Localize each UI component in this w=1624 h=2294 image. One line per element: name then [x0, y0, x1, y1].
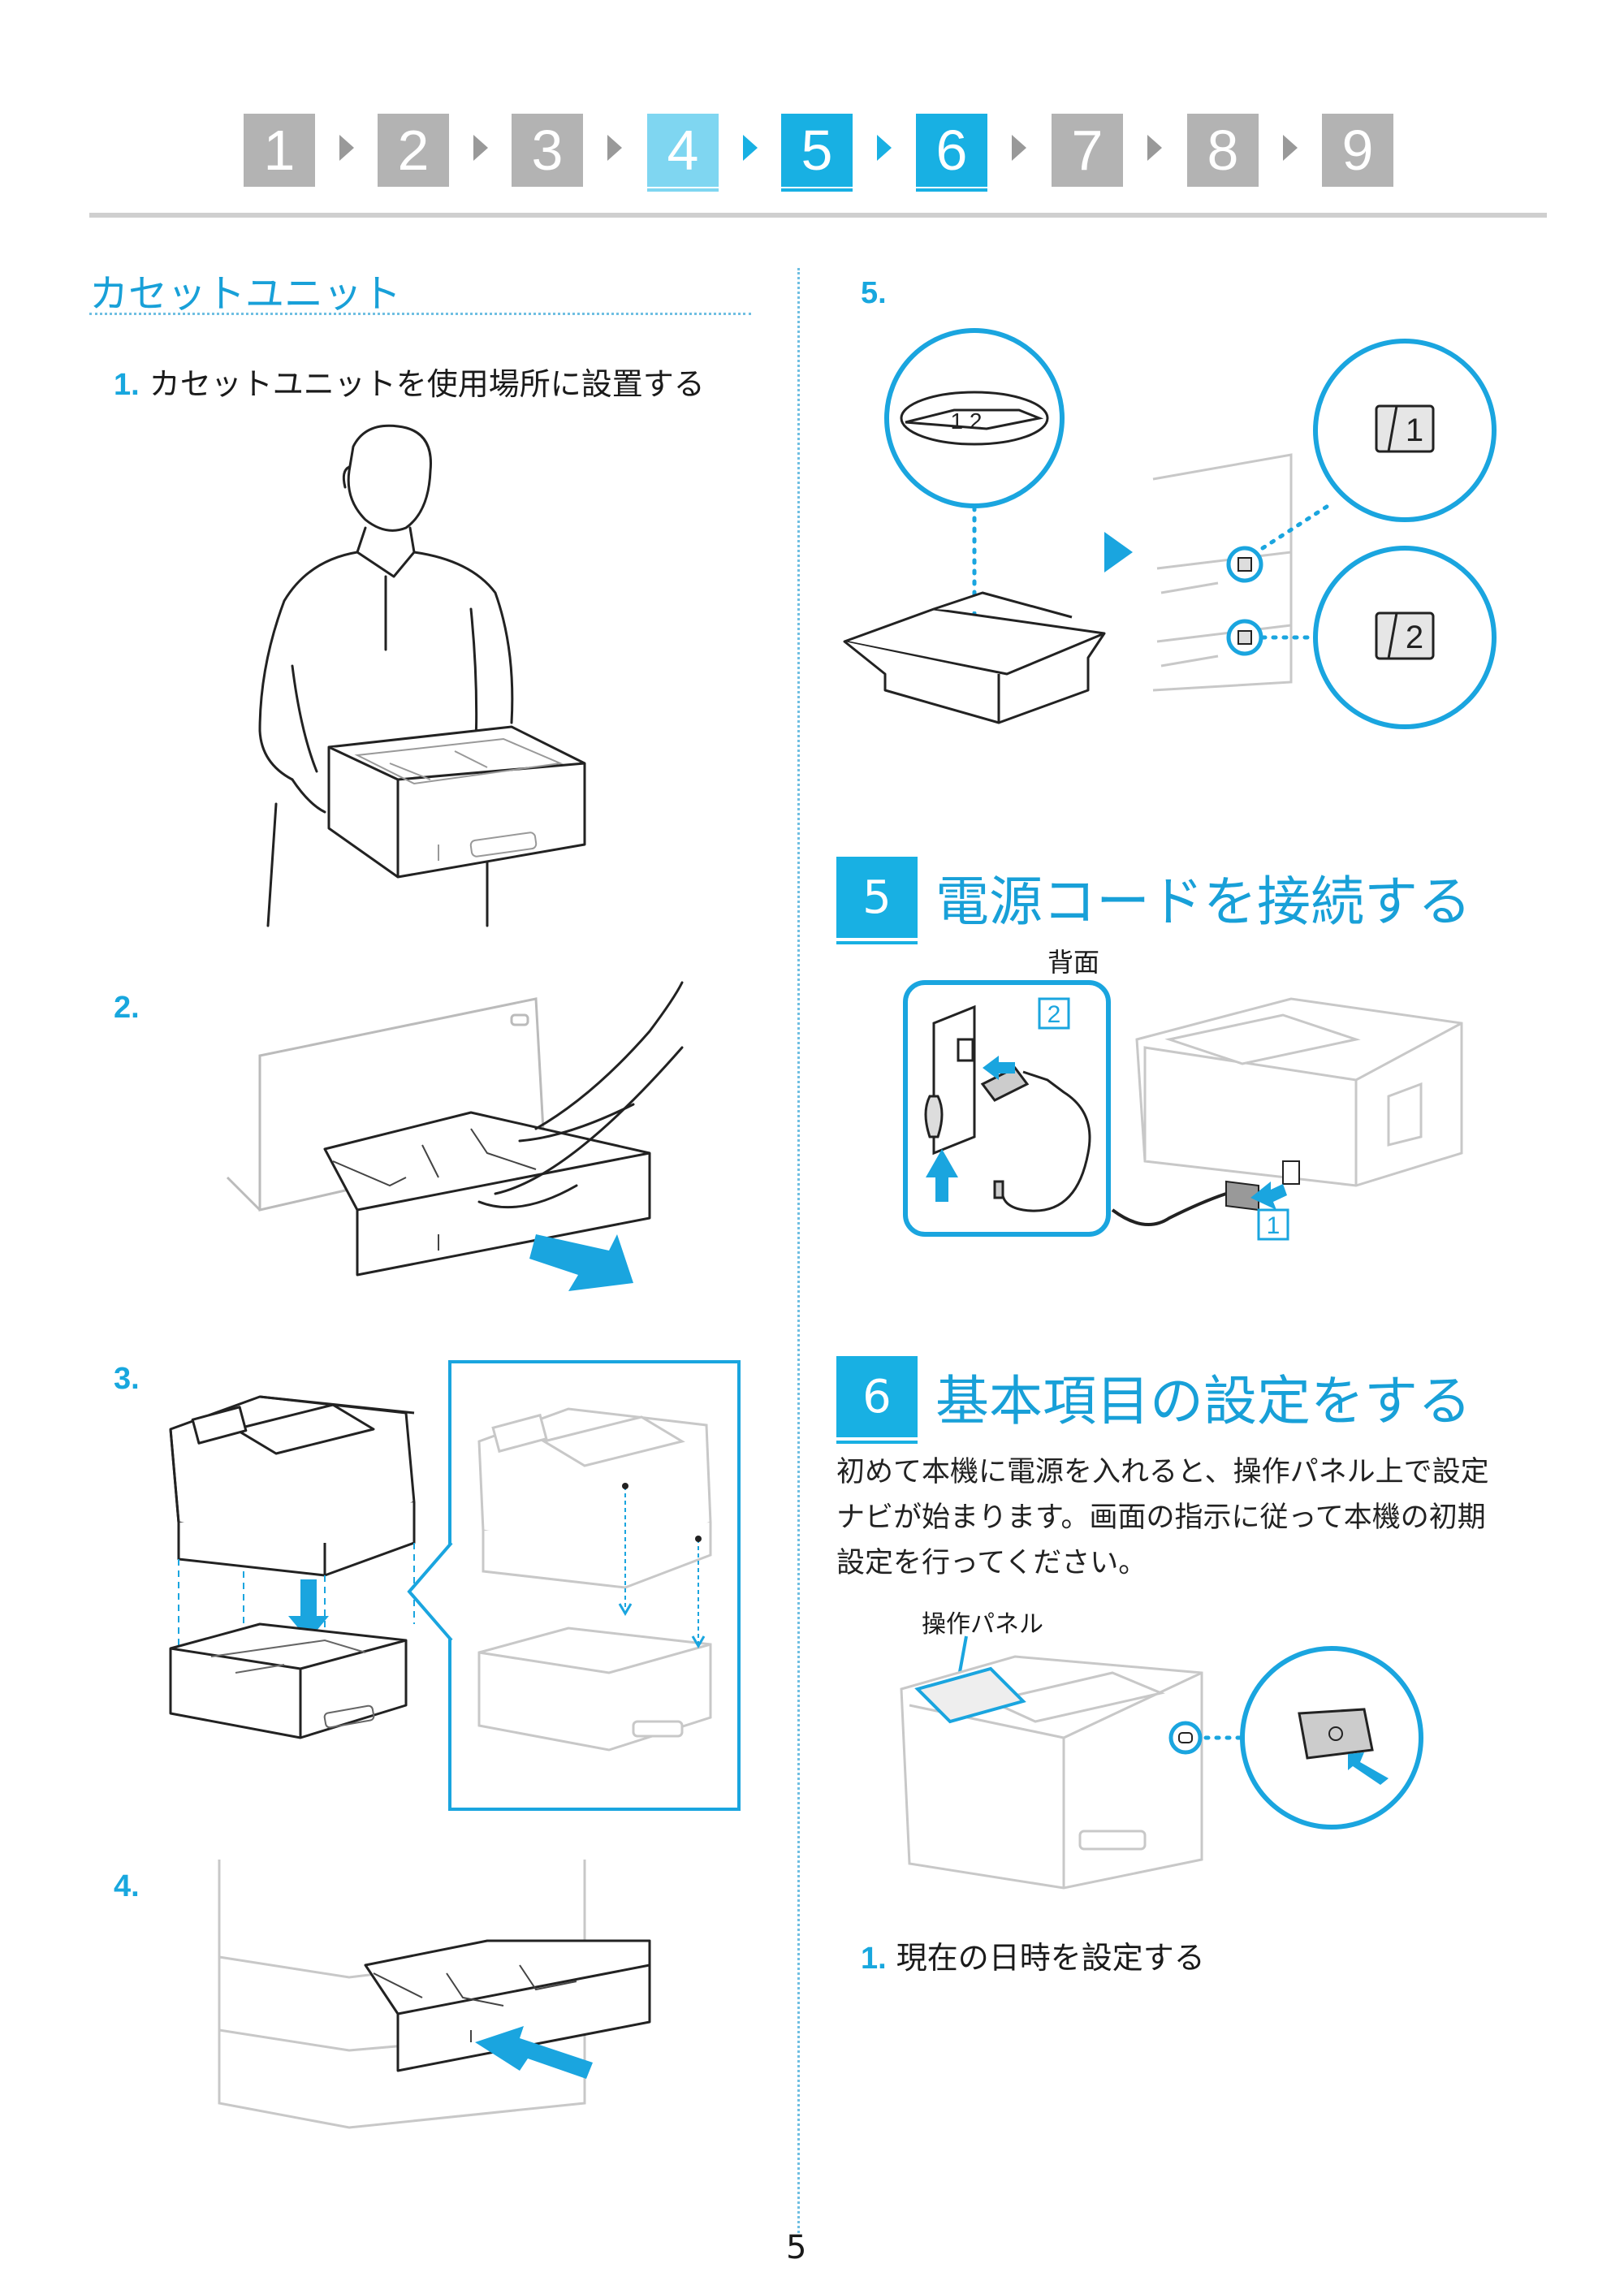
step-number: 2.	[114, 991, 140, 1025]
step-3: 3	[512, 114, 583, 187]
rear-label: 背面	[1047, 947, 1100, 978]
step-text: カセットユニットを使用場所に設置する	[149, 366, 705, 402]
section-title: 基本項目の設定をする	[935, 1370, 1471, 1432]
step-5: 5	[781, 114, 853, 192]
arrow-icon	[1283, 135, 1298, 161]
callout-pointer	[407, 1541, 453, 1642]
step-number: 3.	[114, 1362, 140, 1396]
power-on-illustration	[900, 1635, 1423, 1890]
step-3-instruction: 3.	[114, 1360, 140, 1397]
tag-2: 2	[1047, 1001, 1061, 1028]
arrow-icon	[877, 135, 892, 161]
step-number: 1.	[114, 368, 140, 402]
arrow-icon	[607, 135, 622, 161]
tag-1: 1	[1267, 1212, 1281, 1239]
step-4-instruction: 4.	[114, 1868, 140, 1904]
step-7: 7	[1052, 114, 1123, 187]
step-5-label: 5.	[861, 274, 887, 311]
arrow-icon	[473, 135, 488, 161]
printer-on-cassette-illustration	[169, 1395, 416, 1739]
step-4: 4	[647, 114, 719, 192]
power-cord-illustration: 2 1	[903, 980, 1463, 1241]
section-6-heading: 6 基本項目の設定をする	[836, 1356, 1471, 1444]
arrow-icon	[339, 135, 354, 161]
person-carrying-cassette-illustration	[258, 424, 586, 927]
step-text: 現在の日時を設定する	[896, 1940, 1205, 1976]
arrow-icon	[1147, 135, 1162, 161]
step-9: 9	[1322, 114, 1393, 187]
label-sheet-text: 1 2	[951, 408, 983, 434]
section-title-cassette: カセットユニット	[89, 271, 402, 317]
column-divider	[797, 268, 800, 2233]
push-in-cassette-illustration	[218, 1860, 651, 2129]
step-1-datetime: 1. 現在の日時を設定する	[861, 1933, 1205, 1977]
step-1: 1	[244, 114, 315, 187]
callout-number-2: 2	[1406, 620, 1423, 655]
step-6: 6	[916, 114, 987, 192]
alignment-detail-illustration	[477, 1407, 712, 1752]
section-number-badge: 5	[836, 857, 918, 944]
header-divider	[89, 213, 1547, 218]
arrow-icon	[1012, 135, 1026, 161]
step-number: 1.	[861, 1942, 887, 1976]
section-underline	[89, 313, 751, 315]
callout-number-1: 1	[1406, 413, 1423, 448]
page-number: 5	[786, 2229, 807, 2266]
step-2-instruction: 2.	[114, 989, 140, 1026]
setup-description: 初めて本機に電源を入れると、操作パネル上で設定 ナビが始まります。画面の指示に従…	[836, 1456, 1489, 1579]
step-number: 4.	[114, 1869, 140, 1903]
section-number-badge: 6	[836, 1356, 918, 1444]
step-2: 2	[378, 114, 449, 187]
control-panel-label: 操作パネル	[922, 1610, 1043, 1639]
power-icon	[1328, 1726, 1343, 1741]
section-5-heading: 5 電源コードを接続する	[836, 857, 1471, 944]
step-number: 5.	[861, 276, 887, 310]
step-1-instruction: 1. カセットユニットを使用場所に設置する	[114, 359, 705, 404]
arrow-icon	[743, 135, 758, 161]
label-placement-illustration: 1 2 1 2	[843, 328, 1497, 729]
step-8: 8	[1187, 114, 1259, 187]
section-title: 電源コードを接続する	[935, 871, 1471, 933]
pull-out-cassette-illustration	[226, 981, 684, 1291]
